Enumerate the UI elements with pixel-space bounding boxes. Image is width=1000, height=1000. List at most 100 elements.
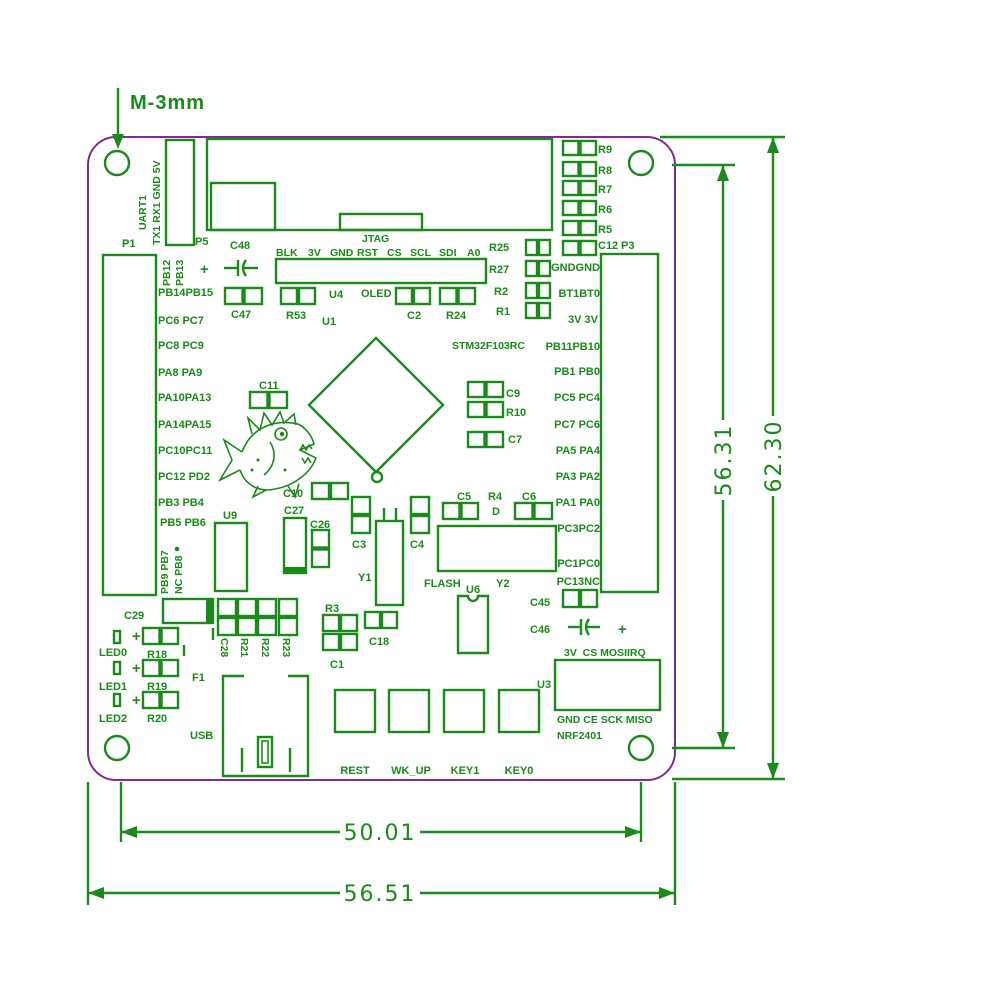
r8-label: R8 [598,165,612,177]
pad-pair-c45 [561,588,599,609]
pad-pair-c12 [561,239,598,257]
pad [277,597,299,618]
lcd-pin-label: A0 [467,247,481,259]
c45-label: C45 [530,597,550,609]
arrowhead [625,826,641,838]
header-p1-outline [101,253,158,597]
pad [579,199,598,217]
arrowhead [112,134,124,149]
pad [579,239,598,257]
pad-pair-r27 [524,259,552,278]
r9-label: R9 [598,144,612,156]
led-group: LED0 LED1 LED2 + + + R18 R19 R20 [99,628,167,725]
nrf-top-pins: 3V CS MOSIIRQ [564,647,646,659]
crystal-y1: Y1 [358,508,405,607]
ic-u6: U6 [456,584,490,655]
dimension-label: 50.01 [344,821,417,846]
polarity-mark: + [132,660,141,677]
pad-pair-r23 [277,597,299,637]
pad-pair-c47 [223,286,264,306]
pad-pair-c7 [466,430,505,449]
pad-pair-c2 [394,286,432,306]
p3-pin-label: PC7 PC6 [554,419,600,431]
pad-pair-r21 [236,597,258,637]
pad-pair-c1 [321,632,359,652]
capacitor-c27: C27 [282,505,308,575]
fish-scale [250,468,254,472]
pad-pair-r10 [466,400,505,419]
pad [537,281,552,300]
button-label: WK_UP [391,765,431,777]
fish-spikes [246,410,297,435]
nrf-bottom-pins: GND CE SCK MISO [557,714,653,726]
nrf-module: 3V CS MOSIIRQ U3 GND CE SCK MISO NRF2401 [537,647,662,742]
r20-label: R20 [147,713,167,725]
c9-label: C9 [506,388,520,400]
mount-hole-label: M-3mm [130,92,205,114]
c3-label: C3 [352,539,366,551]
r18-label: R18 [147,649,167,661]
button-label: REST [340,765,370,777]
board-outline [87,136,676,781]
uart-name: UART1 [137,195,149,230]
c12-label: C12 [598,240,618,252]
button-wk-up [387,688,431,734]
dimension-label: 56.31 [712,424,737,497]
c4-label: C4 [410,539,425,551]
fish-logo [217,410,318,499]
jtag-key-notch [338,212,424,232]
c27-label: C27 [284,505,304,517]
header-p3-outline [599,252,660,594]
p3-pin-label: PC5 PC4 [554,392,601,404]
p1-pin-label: NC PB8 [173,555,185,594]
fish-tail [217,437,243,482]
r25-label: R25 [489,242,509,254]
c11-label: C11 [259,380,279,392]
mounting-hole-top-right [627,149,655,177]
pad [524,259,539,278]
pad-pair-c3 [350,495,372,535]
pad [141,690,161,710]
pad [321,613,341,633]
header-p1: P1 PB12 PB13 PB14PB15 PC6 PC7 PC8 PC9 PA… [101,238,213,597]
pad-pair-r19 [141,658,180,678]
fish-eye [274,427,288,441]
u9-outline [213,521,249,593]
pad [537,238,552,257]
arrowhead [717,165,729,181]
p1-pin-label: PB9 PB7 [159,550,171,594]
c26-label: C26 [310,519,330,531]
c2-label: C2 [407,310,421,322]
d-label: D [492,506,500,518]
pad [466,380,486,399]
pad [579,588,599,609]
p1-pin-label: PB12 [161,260,173,286]
c6-label: C6 [522,491,536,503]
pad [297,286,317,306]
led2-body [112,692,122,708]
pad [466,430,486,449]
dimension-right-outer: 62.30 [660,135,787,781]
led1-body [112,660,122,676]
fish-pupil [279,431,285,437]
button-key0 [497,688,541,734]
usb-label: USB [190,730,213,742]
pad [561,179,580,197]
arrowhead [767,137,779,153]
usb-outline [221,674,310,778]
button-label: KEY0 [505,765,534,777]
pad-pair-r6 [561,199,598,217]
pad-pair-r22 [256,597,278,637]
fish-scale [283,468,287,472]
pad [160,690,180,710]
pad [339,632,359,652]
jtag-connector: JTAG [205,137,554,245]
u4-label: U4 [329,289,344,301]
u9-label: U9 [223,510,237,522]
lcd-pin-label: CS [387,247,402,259]
pad-pair-r53 [279,286,317,306]
mcu-pin1-marker [370,470,384,484]
p1-pin-label: PC6 PC7 [158,315,204,327]
p3-pin-label: PB11PB10 [546,341,600,353]
header-outline [164,138,196,247]
